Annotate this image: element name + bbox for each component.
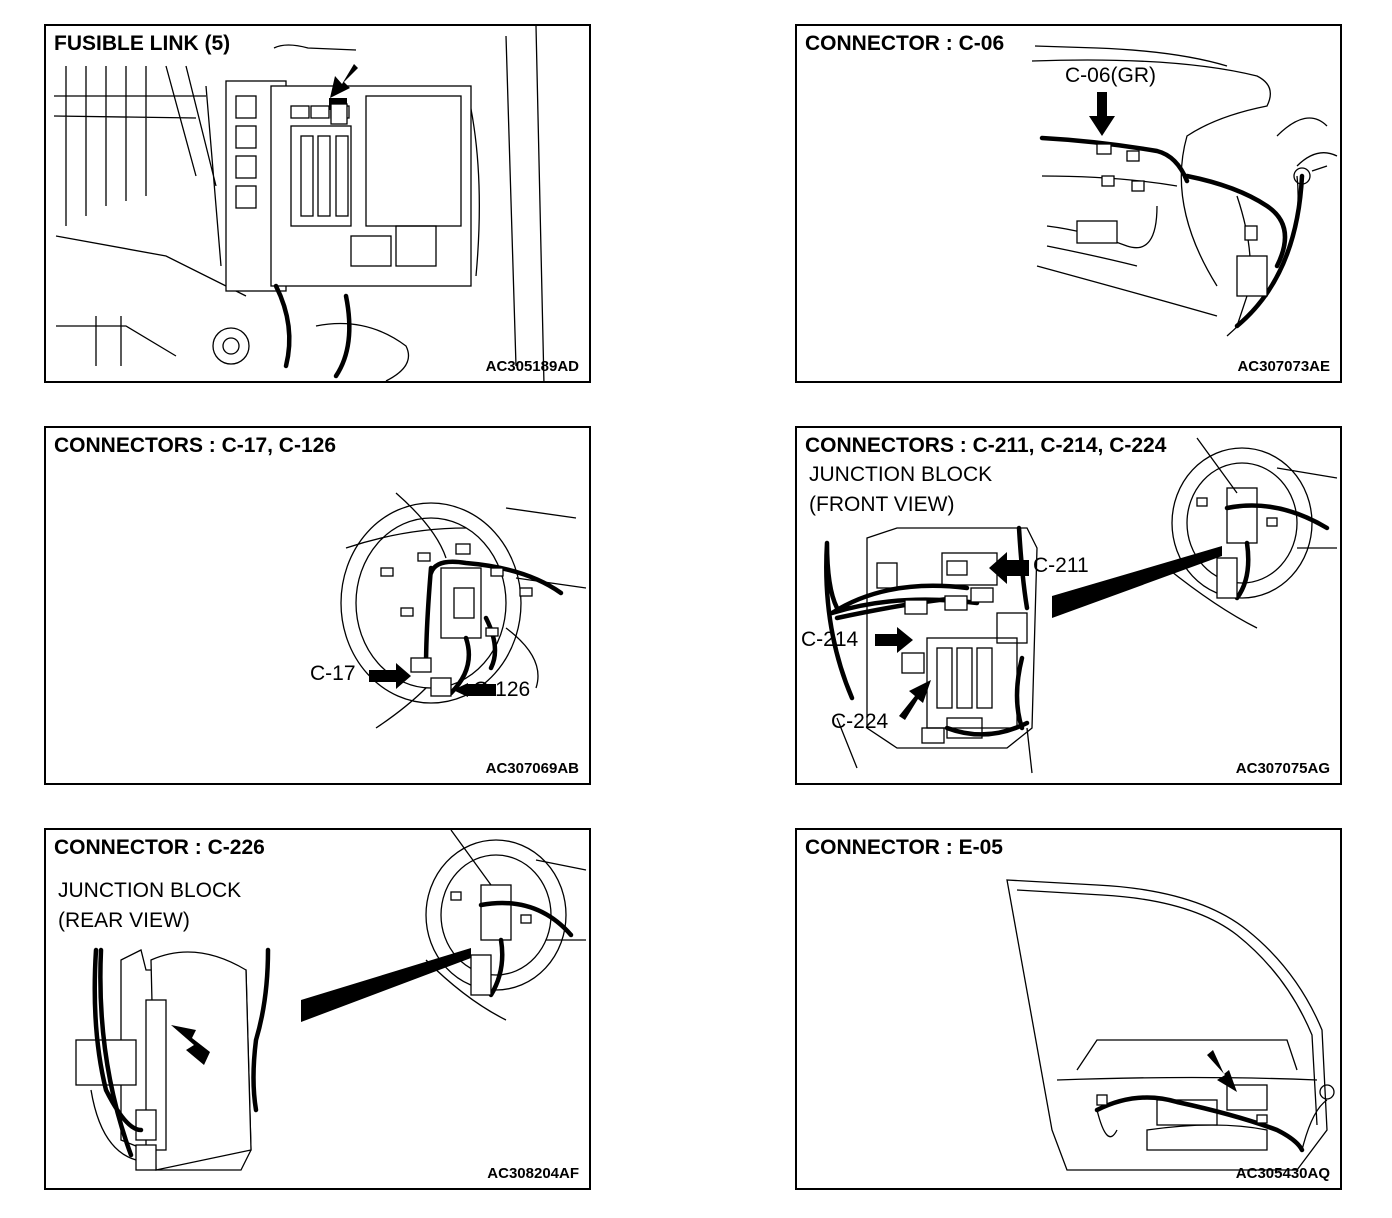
callout-c-126: C-126 [473, 678, 531, 701]
panel-title: FUSIBLE LINK (5) [54, 32, 231, 55]
junction-block-subtitle-line-2: (FRONT VIEW) [809, 493, 955, 516]
callout-c-211: C-211 [1033, 554, 1089, 577]
panel-connectors-c-211-c-214-c-224: CONNECTORS : C-211, C-214, C-224 JUNCTIO… [795, 426, 1342, 785]
panel-connector-e-05: CONNECTOR : E-05 AC305430AQ [795, 828, 1342, 1190]
callout-c-224: C-224 [831, 710, 889, 733]
callout-c-214: C-214 [801, 628, 859, 651]
callout-c-17: C-17 [310, 662, 356, 685]
panel-title: CONNECTORS : C-17, C-126 [54, 434, 337, 457]
callout-c-06-gr: C-06(GR) [1065, 64, 1157, 87]
junction-block-subtitle-line-1: JUNCTION BLOCK [58, 879, 242, 902]
figure-code: AC307073AE [1237, 358, 1330, 375]
panel-connectors-c-17-c-126: CONNECTORS : C-17, C-126 C-17 C-126 AC30… [44, 426, 591, 785]
panel-title: CONNECTOR : E-05 [805, 836, 1003, 859]
panel-title: CONNECTOR : C-06 [805, 32, 1005, 55]
figure-code: AC307075AG [1235, 760, 1330, 777]
door-harness-illustration [1006, 879, 1335, 1171]
steering-column-harness-illustration [340, 492, 587, 729]
figure-code: AC307069AB [485, 760, 579, 777]
figure-code: AC305189AD [485, 358, 579, 375]
dashboard-harness-illustration [1031, 45, 1338, 337]
panel-title: CONNECTORS : C-211, C-214, C-224 [805, 434, 1167, 457]
panel-fusible-link: FUSIBLE LINK (5) AC305189AD [44, 24, 591, 383]
junction-block-front-view-illustration [824, 437, 1338, 774]
junction-block-rear-view-illustration [75, 830, 587, 1171]
fuse-box-illustration [53, 26, 545, 381]
panel-connector-c-06: CONNECTOR : C-06 C-06(GR) AC307073AE [795, 24, 1342, 383]
junction-block-subtitle-line-2: (REAR VIEW) [58, 909, 190, 932]
panel-connector-c-226: CONNECTOR : C-226 JUNCTION BLOCK (REAR V… [44, 828, 591, 1190]
panel-title: CONNECTOR : C-226 [54, 836, 265, 859]
junction-block-subtitle-line-1: JUNCTION BLOCK [809, 463, 993, 486]
figure-code: AC305430AQ [1235, 1165, 1330, 1182]
figure-code: AC308204AF [487, 1165, 579, 1182]
